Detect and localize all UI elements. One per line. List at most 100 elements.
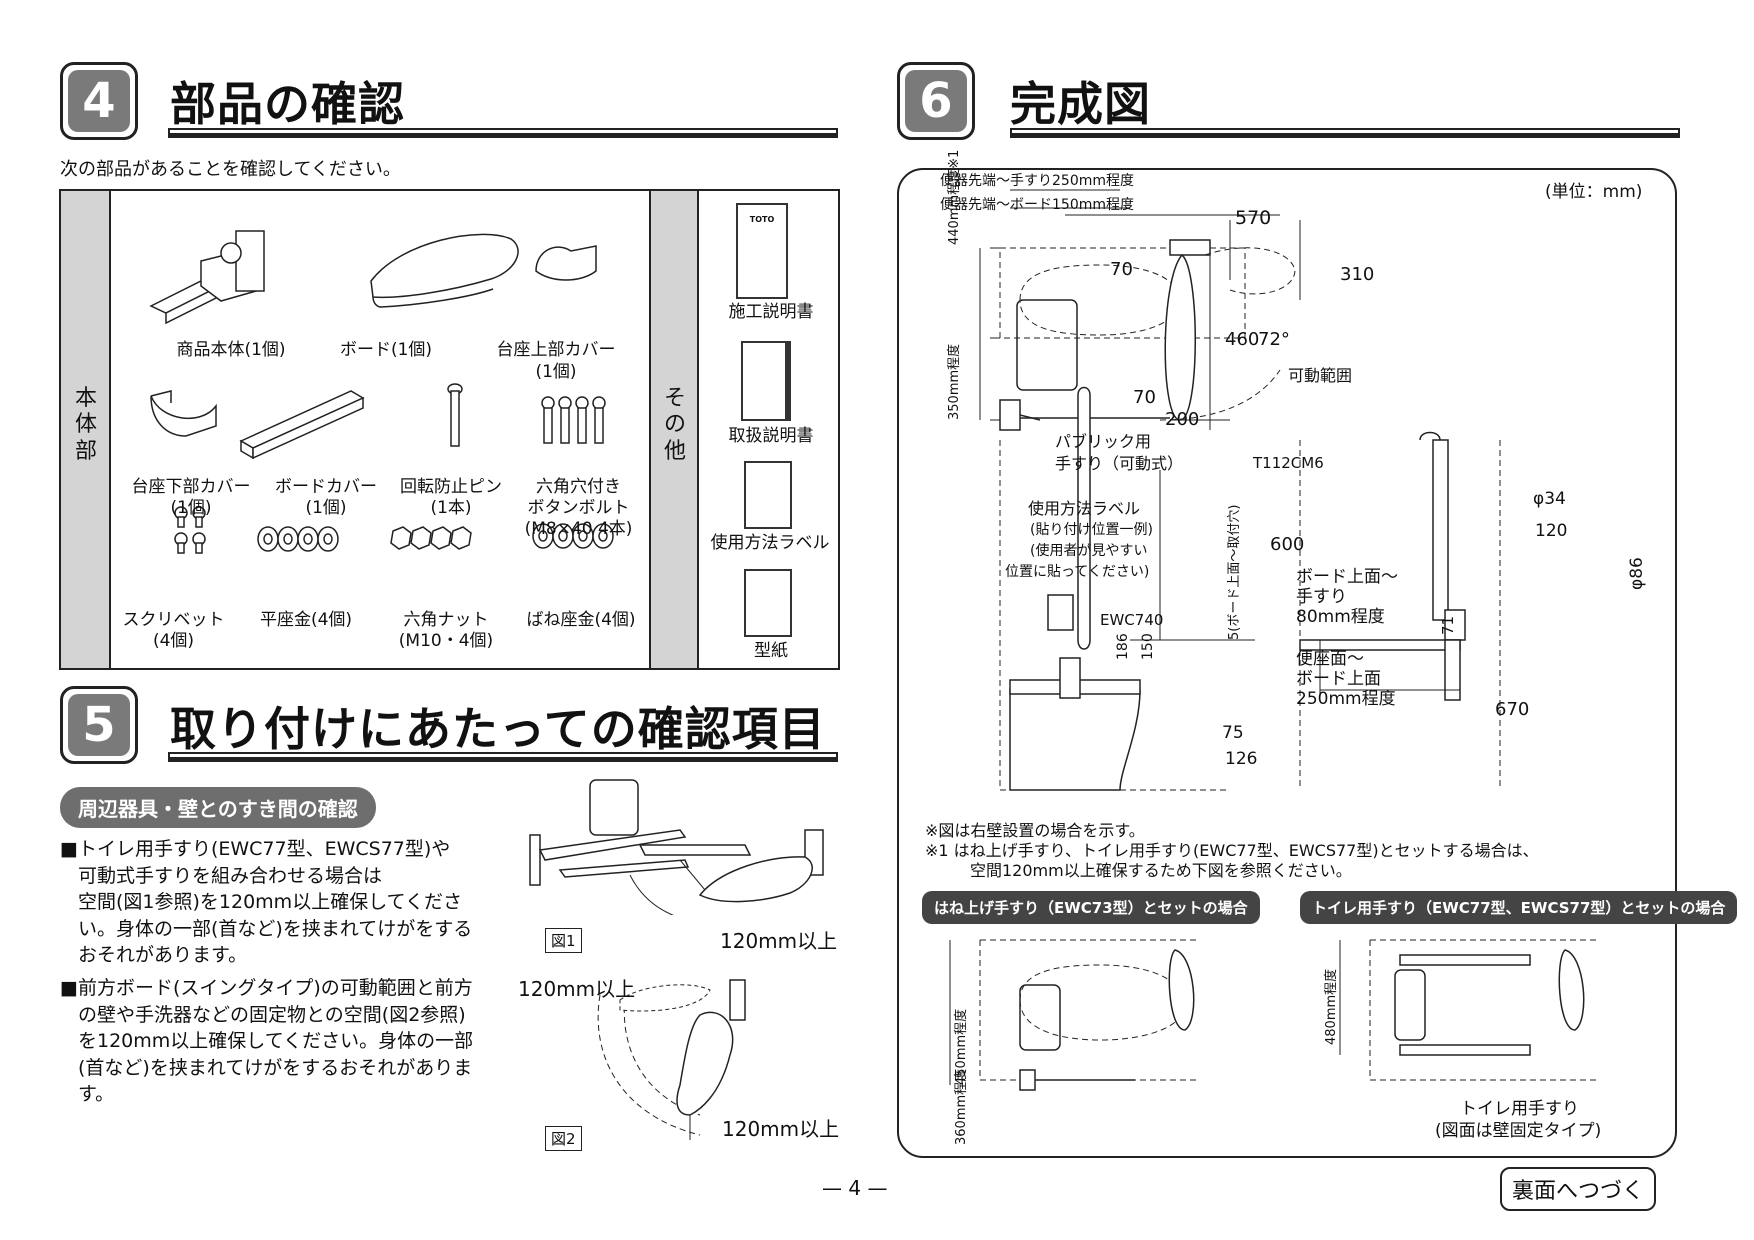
section-6-badge: 6	[897, 62, 975, 140]
dim-670: 670	[1495, 699, 1530, 720]
dim-tip-handrail: 便器先端～手すり250mm程度	[940, 173, 1134, 189]
dim-71: 71	[1439, 615, 1457, 635]
part-name: 回転防止ピン	[400, 477, 502, 497]
dim-440: 440mm程度※1	[947, 149, 962, 245]
model-ewc740: EWC740	[1100, 611, 1164, 629]
seat-board-2: ボード上面	[1296, 669, 1381, 689]
dim-480: 480mm程度	[1324, 968, 1339, 1045]
usage-label-1: 使用方法ラベル	[1028, 499, 1141, 518]
part-name: ばね座金(4個)	[526, 610, 636, 630]
other-item: 施工説明書	[728, 302, 814, 322]
nut-icon	[390, 526, 472, 550]
section-5-rule	[168, 752, 838, 762]
bolt-icon	[541, 396, 606, 444]
dim-200: 200	[1165, 409, 1200, 430]
model-t112cm6: T112CM6	[1253, 454, 1324, 472]
other-parts-label: その他	[663, 386, 686, 464]
part-qty: (1個)	[170, 498, 212, 518]
dim-75: 75	[1222, 723, 1244, 743]
dim-phi34: φ34	[1533, 489, 1566, 509]
parts-illustrations	[149, 230, 614, 554]
set-ewc77-heading: トイレ用手すり（EWC77型、EWCS77型）とセットの場合	[1300, 891, 1738, 924]
seat-board-1: 便座面～	[1296, 649, 1364, 669]
dim-120: 120	[1535, 521, 1568, 541]
base-upper-cover-icon	[535, 245, 597, 281]
note-1-cont: 空間120mm以上確保するため下図を参照ください。	[970, 861, 1352, 880]
dim-360: 360mm程度	[954, 1068, 969, 1145]
pin-icon	[447, 383, 463, 447]
paragraph-board: ■前方ボード(スイングタイプ)の可動範囲と前方 の壁や手洗器などの固定物との空間…	[60, 977, 474, 1106]
part-name: 六角ナット	[403, 610, 489, 630]
section-6-title: 完成図	[1010, 77, 1151, 131]
board-icon	[370, 233, 519, 308]
dim-126: 126	[1225, 749, 1258, 769]
part-name: 商品本体(1個)	[176, 340, 286, 360]
usage-label-4: 位置に貼ってください)	[1005, 564, 1150, 580]
part-qty: (M8×40 4本)	[524, 519, 633, 539]
toilet-rail-label-1: トイレ用手すり	[1460, 1099, 1579, 1119]
note-1: ※1 はね上げ手すり、トイレ用手すり(EWC77型、EWCS77型)とセットする…	[925, 841, 1539, 860]
part-name: 平座金(4個)	[259, 610, 353, 630]
section-4-badge: 4	[60, 62, 138, 140]
dim-600: 600	[1270, 534, 1305, 555]
parts-table: 本体部 その他	[59, 189, 840, 670]
board-rail-1: ボード上面～	[1296, 567, 1398, 587]
section-5-title: 取り付けにあたっての確認項目	[170, 702, 826, 756]
part-qty: (M10・4個)	[398, 631, 494, 651]
gap-check-heading: 周辺器具・壁とのすき間の確認	[60, 787, 376, 828]
usage-label-2: (貼り付け位置一例)	[1030, 522, 1153, 538]
completion-drawing	[979, 189, 1501, 791]
dim-72-deg: 72°	[1258, 329, 1290, 350]
base-lower-cover-icon	[150, 390, 217, 437]
completion-drawing-frame	[897, 168, 1677, 1158]
dim-310: 310	[1340, 264, 1375, 285]
rivet-icon	[174, 506, 206, 554]
continue-on-back: 裏面へつづく	[1500, 1167, 1657, 1211]
dim-70b: 70	[1133, 387, 1156, 408]
dim-186: 186	[1115, 633, 1131, 660]
main-parts-band: 本体部	[61, 191, 111, 668]
part-name: ボード(1個)	[339, 340, 433, 360]
part-qty: (1個)	[305, 498, 347, 518]
paragraph-handrail: ■トイレ用手すり(EWC77型、EWCS77型)や 可動式手すりを組み合わせる場…	[60, 838, 473, 967]
dim-board-hole: 5(ボード上面～取付穴)	[1227, 504, 1242, 640]
other-parts-band: その他	[649, 191, 699, 668]
other-item: 使用方法ラベル	[710, 533, 830, 553]
note-right-wall: ※図は右壁設置の場合を示す。	[925, 821, 1145, 840]
dim-150: 150	[1140, 633, 1156, 660]
dim-70a: 70	[1110, 259, 1133, 280]
section-5-badge: 5	[60, 686, 138, 764]
figure-2-label: 図2	[545, 1126, 582, 1151]
washer-icon	[257, 526, 339, 552]
unit-label: (単位：mm)	[1545, 182, 1643, 202]
part-name: ボタンボルト	[527, 498, 630, 518]
board-rail-3: 80mm程度	[1296, 607, 1385, 627]
part-qty: (1本)	[430, 498, 472, 518]
public-rail-label-1: パブリック用	[1055, 432, 1152, 451]
toilet-rail-label-2: (図面は壁固定タイプ)	[1435, 1121, 1602, 1141]
seat-board-3: 250mm程度	[1296, 689, 1396, 709]
part-name: スクリベット	[122, 610, 225, 630]
dim-460: 460	[1225, 329, 1260, 350]
part-qty: (4個)	[152, 631, 195, 651]
part-qty: (1個)	[535, 362, 577, 382]
board-cover-icon	[239, 390, 365, 460]
part-name: 台座下部カバー	[131, 477, 251, 497]
usage-label-3: (使用者が見やすい	[1030, 543, 1148, 559]
set-ewc73-heading: はね上げ手すり（EWC73型）とセットの場合	[922, 891, 1260, 924]
usage-label-icon	[744, 461, 792, 529]
page-number: — 4 —	[822, 1176, 888, 1200]
parts-intro: 次の部品があることを確認してください。	[60, 159, 401, 180]
clearance-label-2: 120mm以上	[518, 977, 636, 1001]
dim-350: 350mm程度	[947, 343, 962, 420]
public-rail-label-2: 手すり（可動式）	[1055, 454, 1184, 473]
dim-570: 570	[1235, 207, 1272, 229]
other-item: 型紙	[754, 641, 788, 661]
figure-1-label: 図1	[545, 928, 582, 953]
figure-2-illustration	[597, 979, 746, 1140]
section-4-rule	[168, 128, 838, 138]
clearance-label-3: 120mm以上	[722, 1117, 840, 1141]
template-icon	[744, 569, 792, 637]
dim-tip-board: 便器先端～ボード150mm程度	[940, 197, 1134, 213]
handrail-body-icon	[149, 230, 265, 325]
